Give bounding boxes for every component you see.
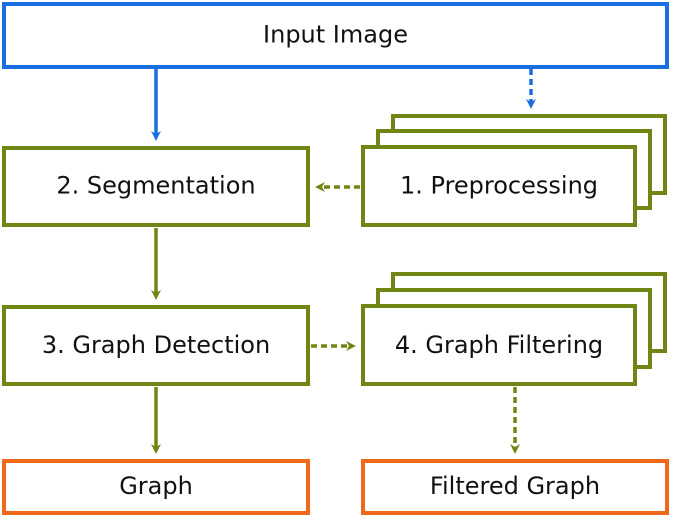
preprocessing-stack-front: [361, 145, 637, 227]
graph-detection-label: 3. Graph Detection: [42, 331, 270, 359]
filtered-graph-node: Filtered Graph: [361, 459, 669, 515]
graph-output-node: Graph: [2, 459, 310, 515]
preprocessing-label: 1. Preprocessing: [400, 172, 598, 200]
graph-filtering-node: 4. Graph Filtering: [361, 272, 667, 386]
input-image-label: Input Image: [263, 21, 408, 49]
graph-filtering-stack-front: [361, 304, 637, 386]
input-image-node: Input Image: [2, 2, 669, 69]
segmentation-node: 2. Segmentation: [2, 146, 310, 227]
preprocessing-node: 1. Preprocessing: [361, 114, 667, 227]
graph-detection-node: 3. Graph Detection: [2, 305, 310, 386]
filtered-graph-label: Filtered Graph: [430, 472, 600, 500]
segmentation-label: 2. Segmentation: [56, 172, 255, 200]
graph-filtering-label: 4. Graph Filtering: [395, 331, 603, 359]
graph-output-label: Graph: [119, 472, 193, 500]
